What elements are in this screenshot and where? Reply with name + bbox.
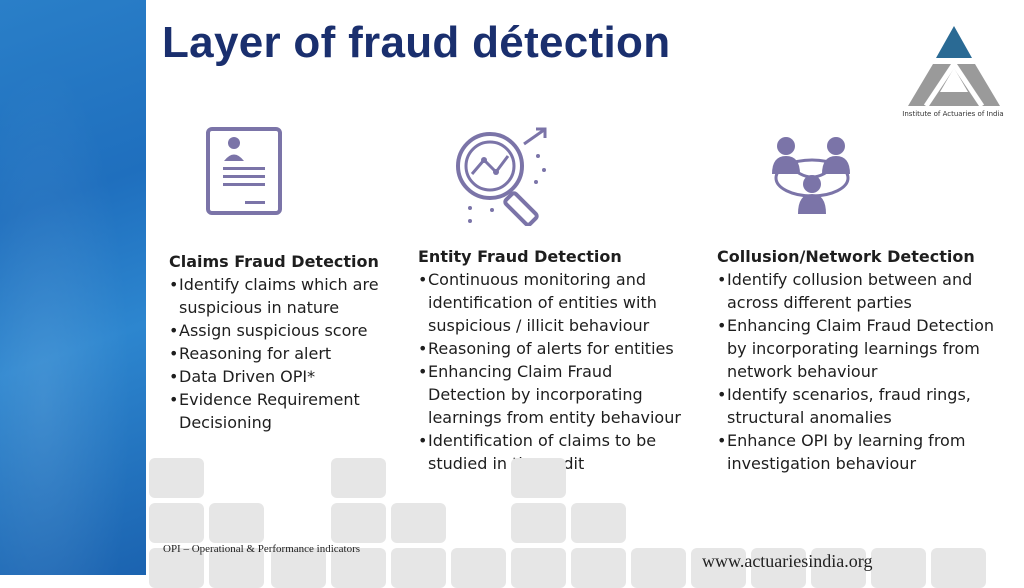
website-url: www.actuariesindia.org (702, 551, 873, 571)
list-item: Enhance OPI by learning frominvestigatio… (717, 429, 1017, 475)
decorative-tile-pattern (146, 455, 1024, 588)
list-item: Reasoning for alert (169, 342, 399, 365)
list-item: Data Driven OPI* (169, 365, 399, 388)
column-heading: Claims Fraud Detection (169, 252, 379, 271)
document-icon (206, 127, 282, 215)
column-heading: Collusion/Network Detection (717, 247, 975, 266)
list-item: Assign suspicious score (169, 319, 399, 342)
list-item: Continuous monitoring andidentification … (418, 268, 698, 337)
analytics-magnifier-icon (456, 127, 547, 226)
list-item: Reasoning of alerts for entities (418, 337, 698, 360)
footnote: OPI – Operational & Performance indicato… (163, 543, 361, 555)
column-heading: Entity Fraud Detection (418, 247, 622, 266)
entity-fraud-detection-column: Entity Fraud Detection Continuous monito… (418, 245, 698, 475)
logo-caption: Institute of Actuaries of India (902, 110, 1004, 118)
collusion-network-detection-column: Collusion/Network Detection Identify col… (717, 245, 1017, 475)
iai-logo-icon (908, 26, 1000, 108)
network-people-icon (772, 137, 850, 214)
list-item: Identify scenarios, fraud rings,structur… (717, 383, 1017, 429)
slide-title: Layer of fraud détection (162, 18, 671, 67)
claims-fraud-detection-column: Claims Fraud Detection Identify claims w… (169, 250, 399, 434)
left-decorative-band (0, 0, 146, 575)
bullet-list: Continuous monitoring andidentification … (418, 268, 698, 475)
